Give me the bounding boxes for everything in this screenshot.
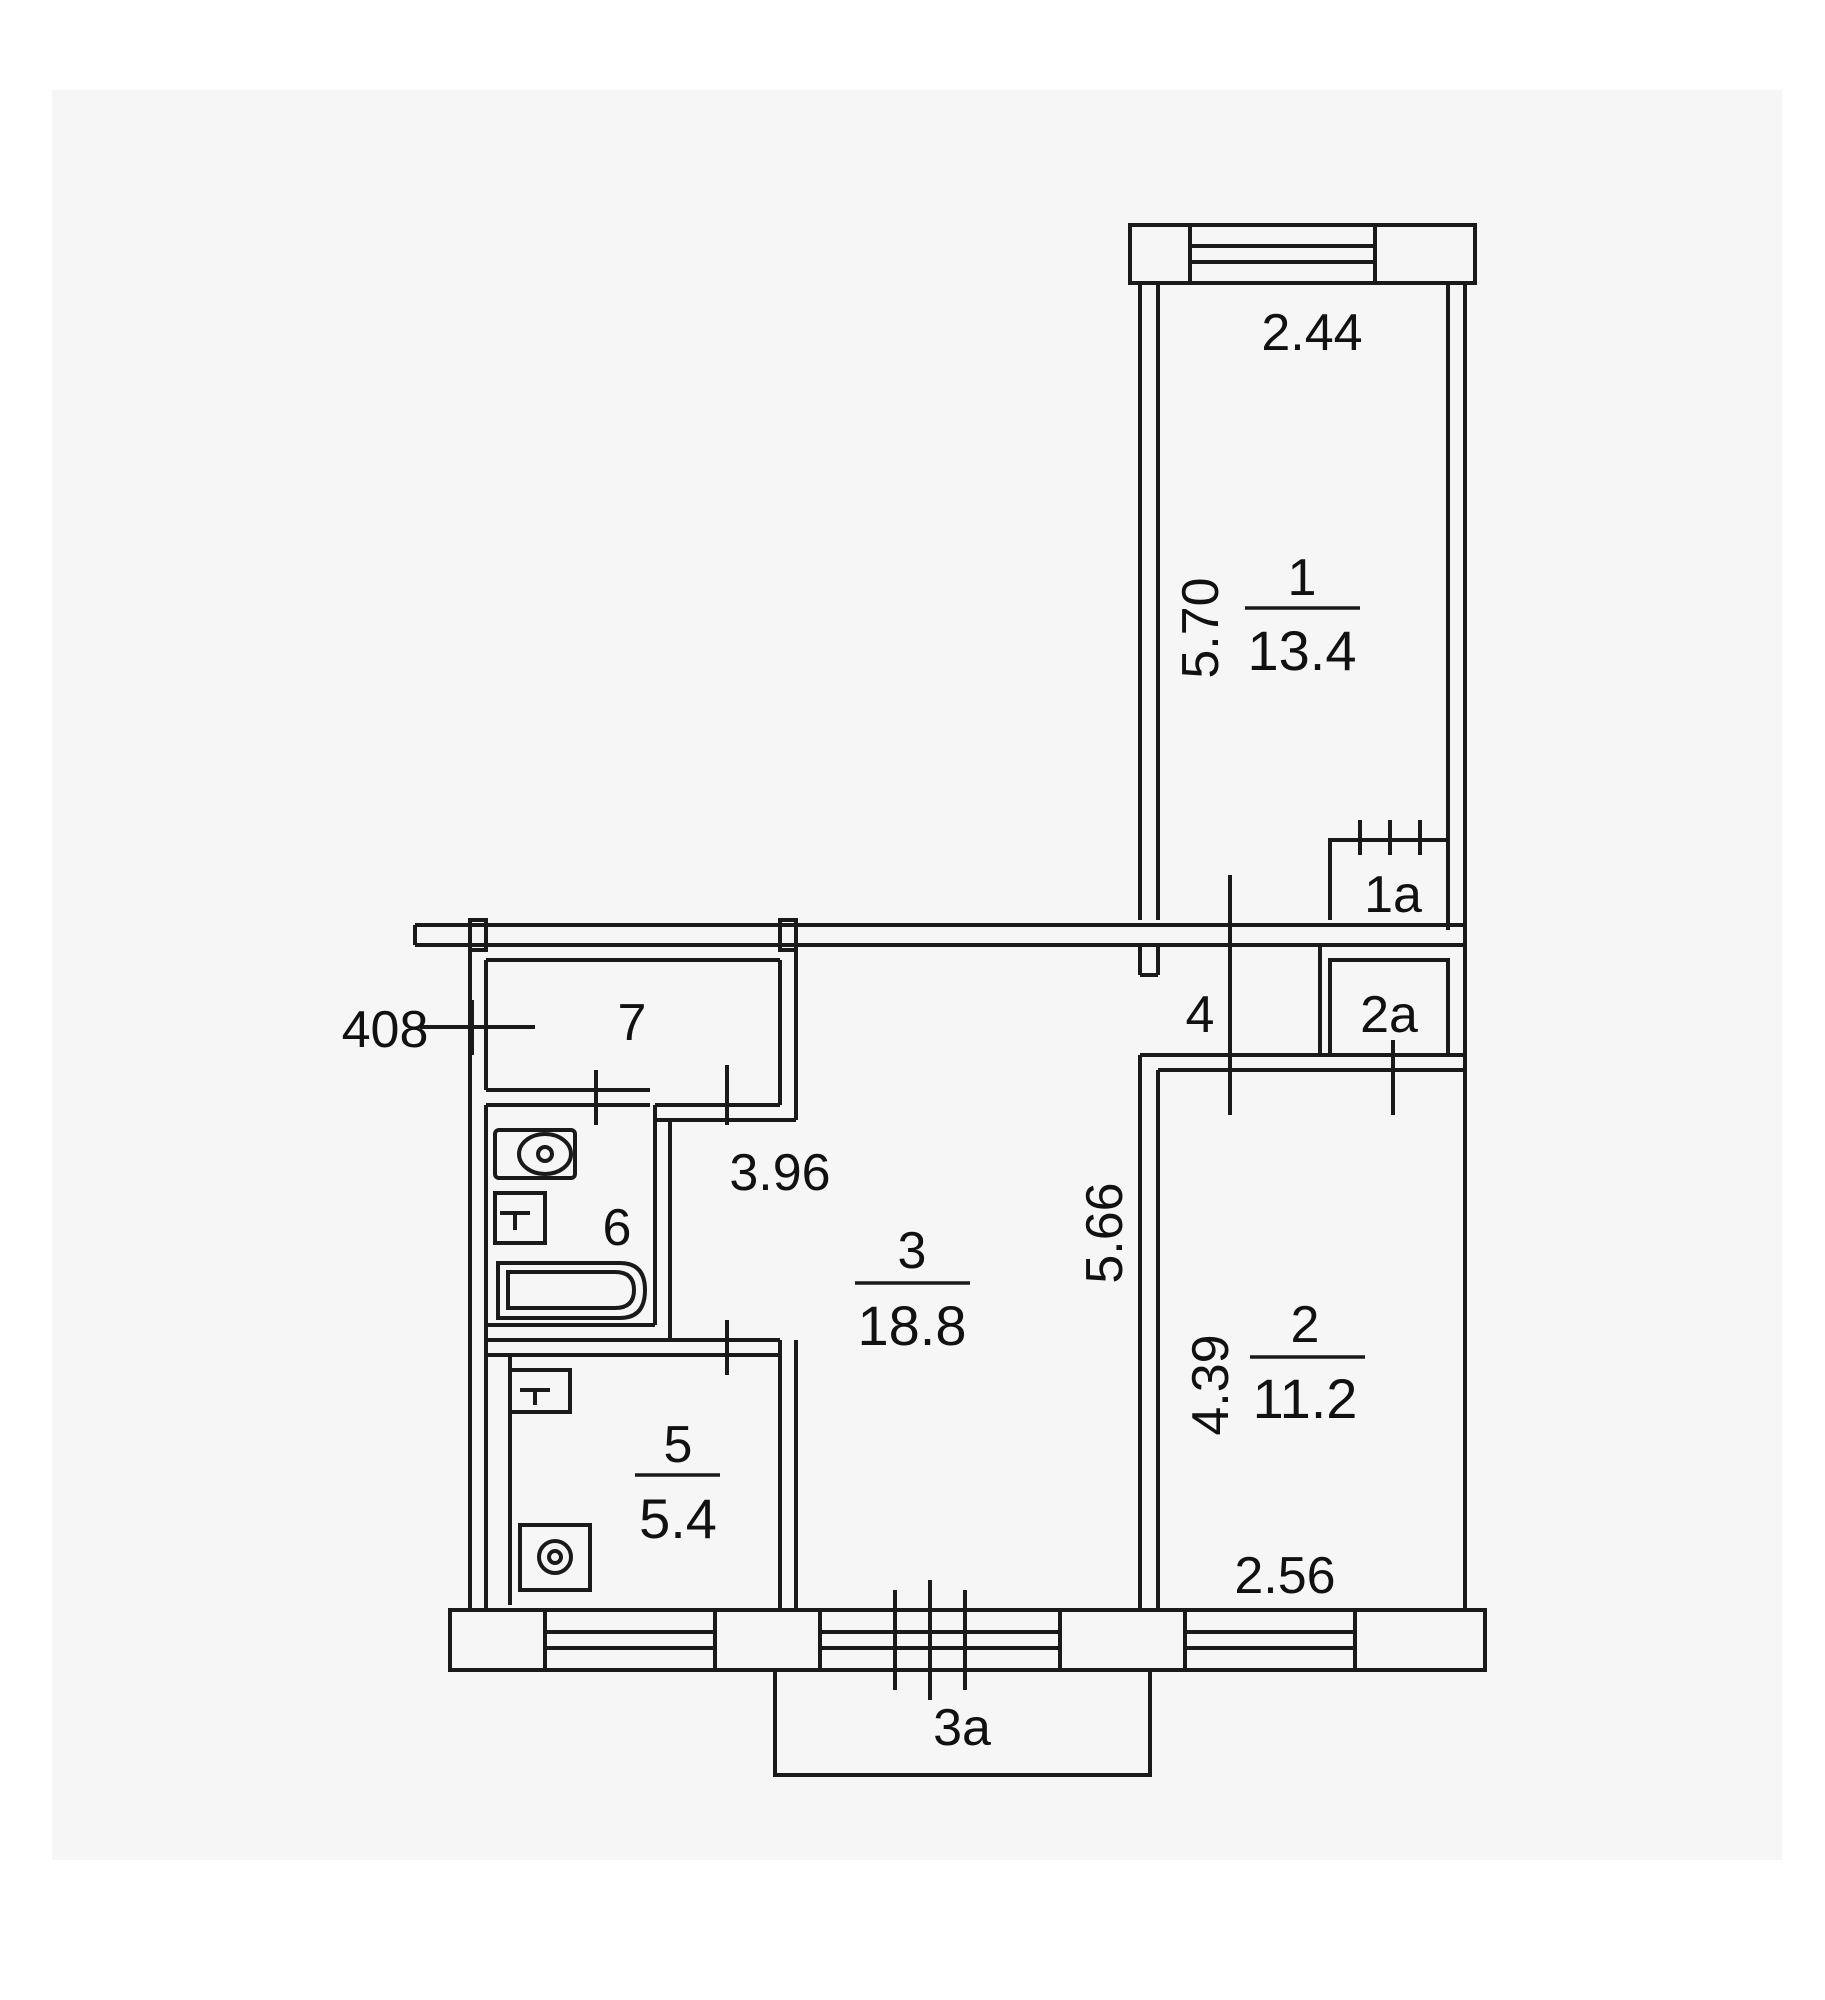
- room-5-area: 5.4: [639, 1487, 717, 1550]
- room-4-number: 4: [1186, 986, 1215, 1044]
- area-fraction-bars: [635, 606, 1365, 1477]
- room-3-area: 18.8: [858, 1294, 967, 1357]
- room-1-number: 1: [1288, 549, 1317, 607]
- room-7-number: 7: [618, 994, 647, 1052]
- room-3-width-dimension: 3.96: [729, 1144, 830, 1202]
- room-3-number: 3: [898, 1222, 927, 1280]
- room-2-number: 2: [1291, 1296, 1320, 1354]
- room-3a-number: 3a: [933, 1699, 991, 1757]
- room-2-length-dimension: 4.39: [1182, 1334, 1240, 1435]
- room-6-number: 6: [603, 1199, 632, 1257]
- room-2a-number: 2a: [1360, 986, 1418, 1044]
- room-1-length-dimension: 5.70: [1172, 577, 1230, 678]
- paper-sheet: [52, 90, 1782, 1860]
- room-2-area: 11.2: [1253, 1367, 1358, 1430]
- room-5-number: 5: [664, 1416, 693, 1474]
- walls: [413, 223, 1487, 1777]
- room-1a-number: 1a: [1364, 866, 1422, 924]
- riser-leader: [420, 1000, 535, 1055]
- room-2-width-dimension: 2.56: [1234, 1547, 1335, 1605]
- riser-label: 408: [342, 1001, 429, 1059]
- room-3-length-dimension: 5.66: [1076, 1182, 1134, 1283]
- room-1-width-dimension: 2.44: [1261, 304, 1362, 362]
- room-1-area: 13.4: [1248, 619, 1357, 682]
